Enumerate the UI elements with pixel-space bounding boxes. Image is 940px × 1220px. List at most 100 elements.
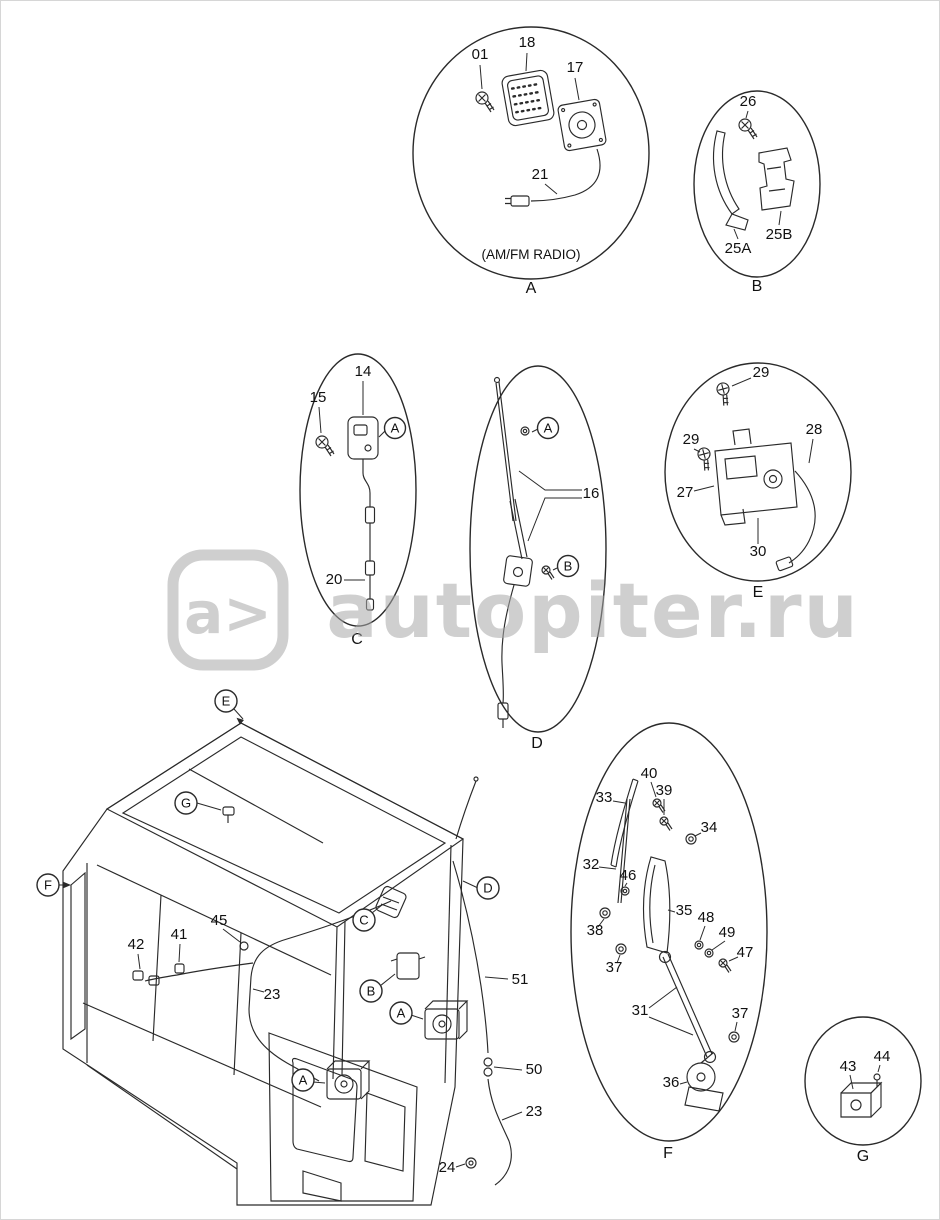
motor-bracket-drawing [714,442,798,516]
cable-21-drawing [530,148,601,202]
ref-circle-f [36,873,60,897]
part-label-30: 30 [750,543,767,560]
bubble-b-outline [693,90,821,278]
bubble-g-outline [804,1016,922,1146]
part-label-18: 18 [519,34,536,51]
part-label-16: 16 [583,485,600,502]
ref-circle-g [174,791,198,815]
cab-antenna-cable [452,776,512,1186]
cable-28-drawing [788,470,816,564]
part-label-41: 41 [171,926,188,943]
detail-view-d: A B 16 D [469,365,607,752]
nut-icon [615,943,627,955]
part-label-21: 21 [532,166,549,183]
connector-50-drawing [483,1067,493,1077]
antenna-wire-drawing [362,459,371,507]
part-label-23-right: 23 [526,1103,543,1120]
cab-clip-g [222,806,235,823]
detail-d-letter: D [531,735,543,752]
detail-view-a: 01 18 17 21 (AM/FM RADIO) A [412,26,650,297]
detail-c-leaders [318,381,386,581]
ref-letter-a: A [391,421,400,436]
detail-g-leaders [849,1064,881,1090]
connector-21-drawing [510,195,530,207]
part-label-25b: 25B [766,226,793,243]
switch-body-drawing [840,1092,872,1118]
part-label-29-top: 29 [753,364,770,381]
part-label-26: 26 [740,93,757,110]
part-label-25a: 25A [725,240,752,257]
cab-speaker-lower [326,1060,371,1100]
part-label-42: 42 [128,936,145,953]
detail-view-c: A 14 15 20 C [299,353,417,648]
washer-icon [704,948,714,958]
detail-e-leaders [693,377,814,544]
washer-icon [520,426,530,436]
nut-icon [685,833,697,845]
part-label-17: 17 [567,59,584,76]
ref-circle-b [359,979,383,1003]
ref-letter-a-upper: A [397,1006,406,1021]
detail-a-caption: (AM/FM RADIO) [482,247,581,262]
connector-42-drawing [148,975,160,986]
cab-drawing: E G F C D B A A 42 41 45 23 51 50 23 24 [36,689,543,1206]
detail-view-f: 40 39 33 34 32 46 35 48 49 47 38 37 31 3… [570,722,768,1162]
part-label-24: 24 [439,1159,456,1176]
ref-letter-f: F [44,878,52,893]
part-label-37-left: 37 [606,959,623,976]
watermark-logo-text: a> [184,579,272,647]
switch-knob-drawing [873,1073,881,1081]
detail-b-leaders [733,110,782,240]
part-label-29-left: 29 [683,431,700,448]
detail-f-letter: F [663,1145,673,1162]
washer-icon [694,940,704,950]
part-label-35: 35 [676,902,693,919]
cab-grille-c [375,885,407,919]
ref-letter-b: B [367,984,376,999]
speaker-grille-drawing [501,69,555,127]
nut-icon [599,907,611,919]
part-label-20: 20 [326,571,343,588]
antenna-rod-on-cab [455,780,477,840]
clamp-45-drawing [239,941,249,951]
radio-unit-drawing [557,98,607,152]
detail-view-b: 26 25B 25A B [693,90,821,295]
wiper-arm-assembly [599,778,740,1112]
part-label-48: 48 [698,909,715,926]
detail-b-letter: B [752,278,763,295]
pivot-plate-drawing [642,856,671,954]
part-label-46: 46 [620,867,637,884]
switch-assembly [840,1073,883,1118]
part-label-43: 43 [840,1058,857,1075]
arrowhead-e [236,717,244,725]
part-label-27: 27 [677,484,694,501]
part-label-33: 33 [596,789,613,806]
ref-letter-b: B [564,559,573,574]
screw-icon [652,798,666,814]
arrowhead-f [63,881,71,889]
connector-42-drawing [132,970,144,981]
cab-harness-23 [132,900,392,1082]
detail-a-leaders [479,52,580,195]
ref-letter-e: E [222,694,231,709]
detail-g-letter: G [857,1148,869,1165]
clip-41-drawing [174,963,185,974]
bolt-icon [710,380,737,408]
part-label-37-right: 37 [732,1005,749,1022]
bubble-c-outline [299,353,417,627]
lever-25a-drawing [712,130,740,215]
ref-letter-g: G [181,796,191,811]
detail-e-letter: E [753,584,764,601]
part-label-39: 39 [656,782,673,799]
detail-a-letter: A [526,280,537,297]
part-label-38: 38 [587,922,604,939]
screw-icon [659,816,673,832]
antenna-base-assembly [315,416,379,611]
part-label-49: 49 [719,924,736,941]
ref-circle-a-lower [291,1068,315,1092]
part-label-15: 15 [310,389,327,406]
part-label-45: 45 [211,912,228,929]
nut-icon [728,1031,740,1043]
watermark: a> autopiter.ru [167,549,858,671]
antenna-cable-drawing [501,584,515,704]
